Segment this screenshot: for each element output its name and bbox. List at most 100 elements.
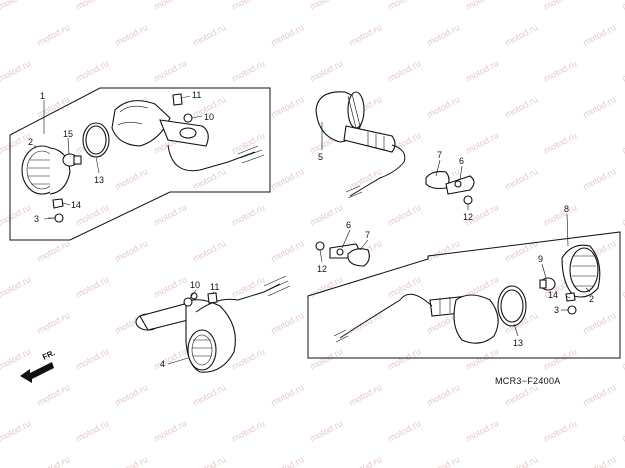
watermark-text: motod.ru <box>269 22 305 48</box>
watermark-text: motod.ru <box>152 0 188 12</box>
watermark-text: motod.ru <box>0 418 32 444</box>
watermark-text: motod.ru <box>230 0 266 12</box>
watermark-text: motod.ru <box>74 274 110 300</box>
watermark-text: motod.ru <box>152 418 188 444</box>
callout-13b: 13 <box>513 338 523 348</box>
watermark-text: motod.ru <box>35 310 71 336</box>
watermark-text: motod.ru <box>425 382 461 408</box>
watermark-text: motod.ru <box>503 94 539 120</box>
watermark-text: motod.ru <box>620 418 625 444</box>
watermark-text: motod.ru <box>269 238 305 264</box>
watermark-text: motod.ru <box>308 418 344 444</box>
watermark-text: motod.ru <box>620 346 625 372</box>
callout-6b: 6 <box>346 220 351 230</box>
watermark-text: motod.ru <box>620 0 625 12</box>
watermark-text: motod.ru <box>269 166 305 192</box>
watermark-text: motod.ru <box>425 94 461 120</box>
watermark-text: motod.ru <box>542 58 578 84</box>
callouts: 1 2 15 13 14 3 11 10 5 7 6 12 6 7 12 8 9… <box>28 90 594 369</box>
watermark-text: motod.ru <box>464 418 500 444</box>
callout-4: 4 <box>160 359 165 369</box>
watermark-text: motod.ru <box>308 202 344 228</box>
callout-11: 11 <box>192 90 201 100</box>
watermark-text: motod.ru <box>347 22 383 48</box>
watermark-text: motod.ru <box>230 346 266 372</box>
watermark-text: motod.ru <box>542 418 578 444</box>
watermark-text: motod.ru <box>425 22 461 48</box>
diagram-code: MCR3−F2400A <box>495 376 561 386</box>
turn-signal-assembly-4 <box>135 275 291 373</box>
watermark-text: motod.ru <box>503 166 539 192</box>
watermark-text: motod.ru <box>113 22 149 48</box>
watermark-text: motod.ru <box>269 454 305 468</box>
watermark-text: motod.ru <box>581 310 617 336</box>
turn-signal-assembly-1 <box>21 93 265 223</box>
callout-2: 2 <box>28 137 33 147</box>
callout-1: 1 <box>40 91 45 101</box>
watermark-text: motod.ru <box>269 382 305 408</box>
watermark-text: motod.ru <box>35 454 71 468</box>
watermark-text: motod.ru <box>35 382 71 408</box>
watermark-text: motod.ru <box>620 130 625 156</box>
callout-10: 10 <box>204 112 214 122</box>
watermark-text: motod.ru <box>425 238 461 264</box>
group-outline-8 <box>307 231 621 359</box>
callout-8: 8 <box>564 204 569 214</box>
callout-14b: 14 <box>548 290 558 300</box>
watermark-text: motod.ru <box>152 58 188 84</box>
watermark-text: motod.ru <box>542 346 578 372</box>
watermark-text: motod.ru <box>113 166 149 192</box>
turn-signal-assembly-5 <box>315 91 406 199</box>
watermark-text: motod.ru <box>35 22 71 48</box>
watermark-text: motod.ru <box>230 130 266 156</box>
watermark-text: motod.ru <box>74 346 110 372</box>
watermark-text: motod.ru <box>269 310 305 336</box>
watermark-text: motod.ru <box>308 0 344 12</box>
watermark-text: motod.ru <box>191 382 227 408</box>
watermark-text: motod.ru <box>464 346 500 372</box>
watermark-text: motod.ru <box>74 0 110 12</box>
watermark-text: motod.ru <box>113 454 149 468</box>
watermark-text: motod.ru <box>503 454 539 468</box>
watermark-text: motod.ru <box>0 202 32 228</box>
watermark-text: motod.ru <box>581 94 617 120</box>
rubber-mount-parts-upper <box>425 171 475 205</box>
watermark-text: motod.ru <box>191 22 227 48</box>
watermark-text: motod.ru <box>464 0 500 12</box>
watermark-text: motod.ru <box>0 0 32 12</box>
callout-7: 7 <box>437 150 442 160</box>
watermark-text: motod.ru <box>503 22 539 48</box>
watermark-text: motod.ru <box>113 238 149 264</box>
callout-12b: 12 <box>317 264 327 274</box>
watermark-text: motod.ru <box>269 94 305 120</box>
watermark-text: motod.ru <box>74 58 110 84</box>
watermark-text: motod.ru <box>464 58 500 84</box>
watermark-text: motod.ru <box>542 0 578 12</box>
turn-signal-assembly-8 <box>333 244 601 344</box>
watermark-text: motod.ru <box>308 346 344 372</box>
watermark-text: motod.ru <box>230 418 266 444</box>
watermark-text: motod.ru <box>230 202 266 228</box>
watermark-text: motod.ru <box>347 382 383 408</box>
rubber-mount-parts-lower <box>315 241 370 267</box>
group-outline-1 <box>9 87 271 241</box>
watermark-text: motod.ru <box>542 202 578 228</box>
callout-5: 5 <box>318 152 323 162</box>
watermark-text: motod.ru <box>386 346 422 372</box>
watermark-text: motod.ru <box>386 58 422 84</box>
leader-lines <box>34 95 591 365</box>
watermark-text: motod.ru <box>35 238 71 264</box>
watermark-text: motod.ru <box>581 166 617 192</box>
watermark-text: motod.ru <box>152 346 188 372</box>
watermark-text: motod.ru <box>620 202 625 228</box>
watermark-text: motod.ru <box>152 274 188 300</box>
watermark-text: motod.ru <box>386 418 422 444</box>
watermark-text: motod.ru <box>0 58 32 84</box>
watermark-text: motod.ru <box>386 0 422 12</box>
callout-7b: 7 <box>365 230 370 240</box>
callout-10b: 10 <box>190 280 200 290</box>
watermark-text: motod.ru <box>308 58 344 84</box>
